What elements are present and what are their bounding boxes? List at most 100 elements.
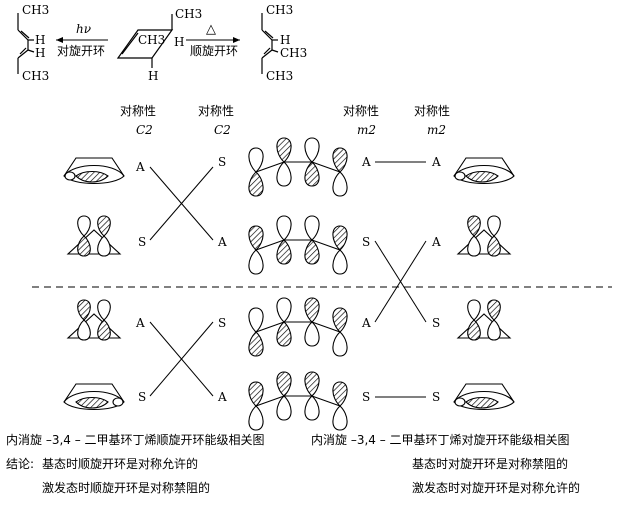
p-orbital-lobe xyxy=(77,215,91,237)
p-orbital-lobe xyxy=(467,215,481,237)
ring-outline xyxy=(456,313,512,339)
p-orbital-lobe xyxy=(304,395,320,421)
right-diagram-caption: 内消旋 –3,4 – 二甲基环丁烯对旋开环能级相关图 xyxy=(311,433,570,447)
p-orbital-lobe xyxy=(276,215,292,241)
p-orbital-lobe xyxy=(332,147,348,173)
cyclobutene-symmetry-label: S xyxy=(138,235,146,249)
right-diene-ch3-mid: CH3 xyxy=(280,46,307,60)
sigma-lobe xyxy=(465,396,499,409)
p-orbital-lobe xyxy=(248,225,264,251)
reaction-scheme: CH3 H H CH3 hν 对旋开环 CH3 CH3 H H △ 顺旋开环 xyxy=(17,3,307,83)
p-orbital-lobe xyxy=(276,161,292,187)
sigma-lobe xyxy=(75,396,109,409)
cyclobutene-symmetry-label: S xyxy=(432,390,440,404)
ring-outline xyxy=(456,229,512,255)
p-orbital-lobe xyxy=(304,297,320,323)
butadiene-symmetry-label: A xyxy=(361,155,371,169)
butadiene-backbone xyxy=(255,239,341,251)
symmetry-header-title: 对称性 xyxy=(198,104,234,118)
right-diene-structure xyxy=(261,13,279,74)
left-diene-ch3-bottom: CH3 xyxy=(22,69,49,83)
ring-outline xyxy=(63,383,125,403)
right-arrow-label-bottom: 顺旋开环 xyxy=(190,44,238,58)
sigma-lobe xyxy=(75,170,109,183)
sigma-lobe xyxy=(465,170,499,183)
right-diene-ch3-top: CH3 xyxy=(266,3,293,17)
p-orbital-lobe xyxy=(332,405,348,431)
p-orbital-lobe xyxy=(276,297,292,323)
sigma-lobe xyxy=(454,171,466,181)
right-reaction-arrow xyxy=(186,37,240,43)
right-arrow-label-top: △ xyxy=(206,22,216,37)
p-orbital-lobe xyxy=(77,299,91,321)
right-correlation-labels: A S A S A A S S xyxy=(361,155,441,404)
ring-outline xyxy=(63,157,125,177)
left-diene-h2: H xyxy=(35,46,45,60)
butadiene-orbital xyxy=(248,137,348,197)
p-orbital-lobe xyxy=(467,319,481,341)
symmetry-header-title: 对称性 xyxy=(414,104,450,118)
p-orbital-lobe xyxy=(332,225,348,251)
p-orbital-lobe xyxy=(304,215,320,241)
p-orbital-lobe xyxy=(276,395,292,421)
center-cyclobutene-structure xyxy=(116,14,174,68)
center-h-bottom: H xyxy=(148,69,158,83)
sigma-lobe xyxy=(64,171,76,181)
left-correlation-labels: A S A S S A S A xyxy=(135,155,227,404)
symmetry-element-label: C2 xyxy=(214,123,231,137)
center-ch3-right: CH3 xyxy=(175,7,202,21)
p-orbital-lobe xyxy=(467,235,481,257)
left-conclusion-line1: 基态时顺旋开环是对称允许的 xyxy=(42,457,199,471)
cyclobutene-orbital xyxy=(456,299,512,341)
p-orbital-lobe xyxy=(332,249,348,275)
right-conclusion-line1: 基态时对旋开环是对称禁阻的 xyxy=(412,457,569,471)
p-orbital-lobe xyxy=(248,307,264,333)
p-orbital-lobe xyxy=(77,235,91,257)
p-orbital-lobe xyxy=(304,239,320,265)
p-orbital-lobe xyxy=(304,371,320,397)
left-reaction-arrow xyxy=(56,37,108,43)
left-conclusion-line2: 激发态时顺旋开环是对称禁阻的 xyxy=(42,481,211,495)
p-orbital-lobe xyxy=(248,331,264,357)
p-orbital-lobe xyxy=(487,215,501,237)
cyclobutene-symmetry-label: A xyxy=(135,316,145,330)
cyclobutene-symmetry-label: A xyxy=(431,235,441,249)
p-orbital-lobe xyxy=(77,319,91,341)
symmetry-element-label: m2 xyxy=(427,123,446,137)
ring-outline xyxy=(453,383,515,403)
p-orbital-lobe xyxy=(304,161,320,187)
cyclobutene-orbital xyxy=(66,299,122,341)
p-orbital-lobe xyxy=(487,319,501,341)
right-diene-h: H xyxy=(280,33,290,47)
butadiene-symmetry-label: A xyxy=(217,390,227,404)
left-diagram-caption: 内消旋 –3,4 – 二甲基环丁烯顺旋开环能级相关图 xyxy=(6,433,265,447)
center-ch3-inner: CH3 xyxy=(138,33,165,47)
orbital-drawings xyxy=(63,137,515,431)
butadiene-symmetry-label: S xyxy=(362,390,370,404)
p-orbital-lobe xyxy=(276,321,292,347)
symmetry-headers: 对称性 C2 对称性 C2 对称性 m2 对称性 m2 xyxy=(120,104,450,137)
ring-outline xyxy=(453,157,515,177)
p-orbital-lobe xyxy=(97,319,111,341)
sigma-lobe xyxy=(453,391,515,410)
p-orbital-lobe xyxy=(248,171,264,197)
sigma-lobe xyxy=(453,165,515,184)
left-diene-h1: H xyxy=(35,33,45,47)
ring-outline xyxy=(66,229,122,255)
p-orbital-lobe xyxy=(248,381,264,407)
correlation-lines xyxy=(149,161,427,398)
right-conclusion-line2: 激发态时对旋开环是对称允许的 xyxy=(412,481,581,495)
cyclobutene-orbital xyxy=(63,383,125,410)
left-arrow-label-top: hν xyxy=(76,22,91,36)
sigma-lobe xyxy=(63,391,125,410)
p-orbital-lobe xyxy=(97,235,111,257)
p-orbital-lobe xyxy=(97,215,111,237)
p-orbital-lobe xyxy=(487,299,501,321)
conclusion-label: 结论: xyxy=(6,457,35,471)
cyclobutene-symmetry-label: A xyxy=(431,155,441,169)
correlation-line xyxy=(149,166,214,241)
p-orbital-lobe xyxy=(248,147,264,173)
butadiene-symmetry-label: S xyxy=(218,316,226,330)
p-orbital-lobe xyxy=(487,235,501,257)
